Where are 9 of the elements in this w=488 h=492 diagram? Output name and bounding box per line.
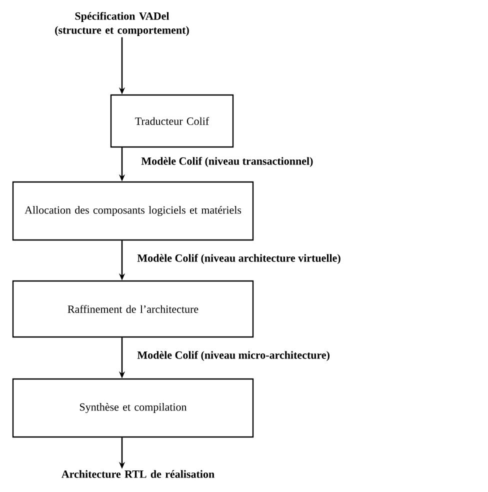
process-box: Synthèse et compilation — [12, 378, 254, 438]
process-box: Raffinement de l’architecture — [12, 280, 254, 338]
text-label: Spécification VADel (structure et comportement) — [55, 12, 189, 36]
process-box: Traducteur Colif — [110, 94, 234, 148]
text-label: Architecture RTL de réalisation — [62, 470, 214, 478]
process-box: Allocation des composants logiciels et matériels — [12, 181, 254, 241]
edge-label: Modèle Colif (niveau architecture virtuelle) — [137, 254, 340, 264]
edge-label: Modèle Colif (niveau transactionnel) — [141, 156, 313, 168]
edge-label: Modèle Colif (niveau micro-architecture) — [137, 350, 330, 362]
